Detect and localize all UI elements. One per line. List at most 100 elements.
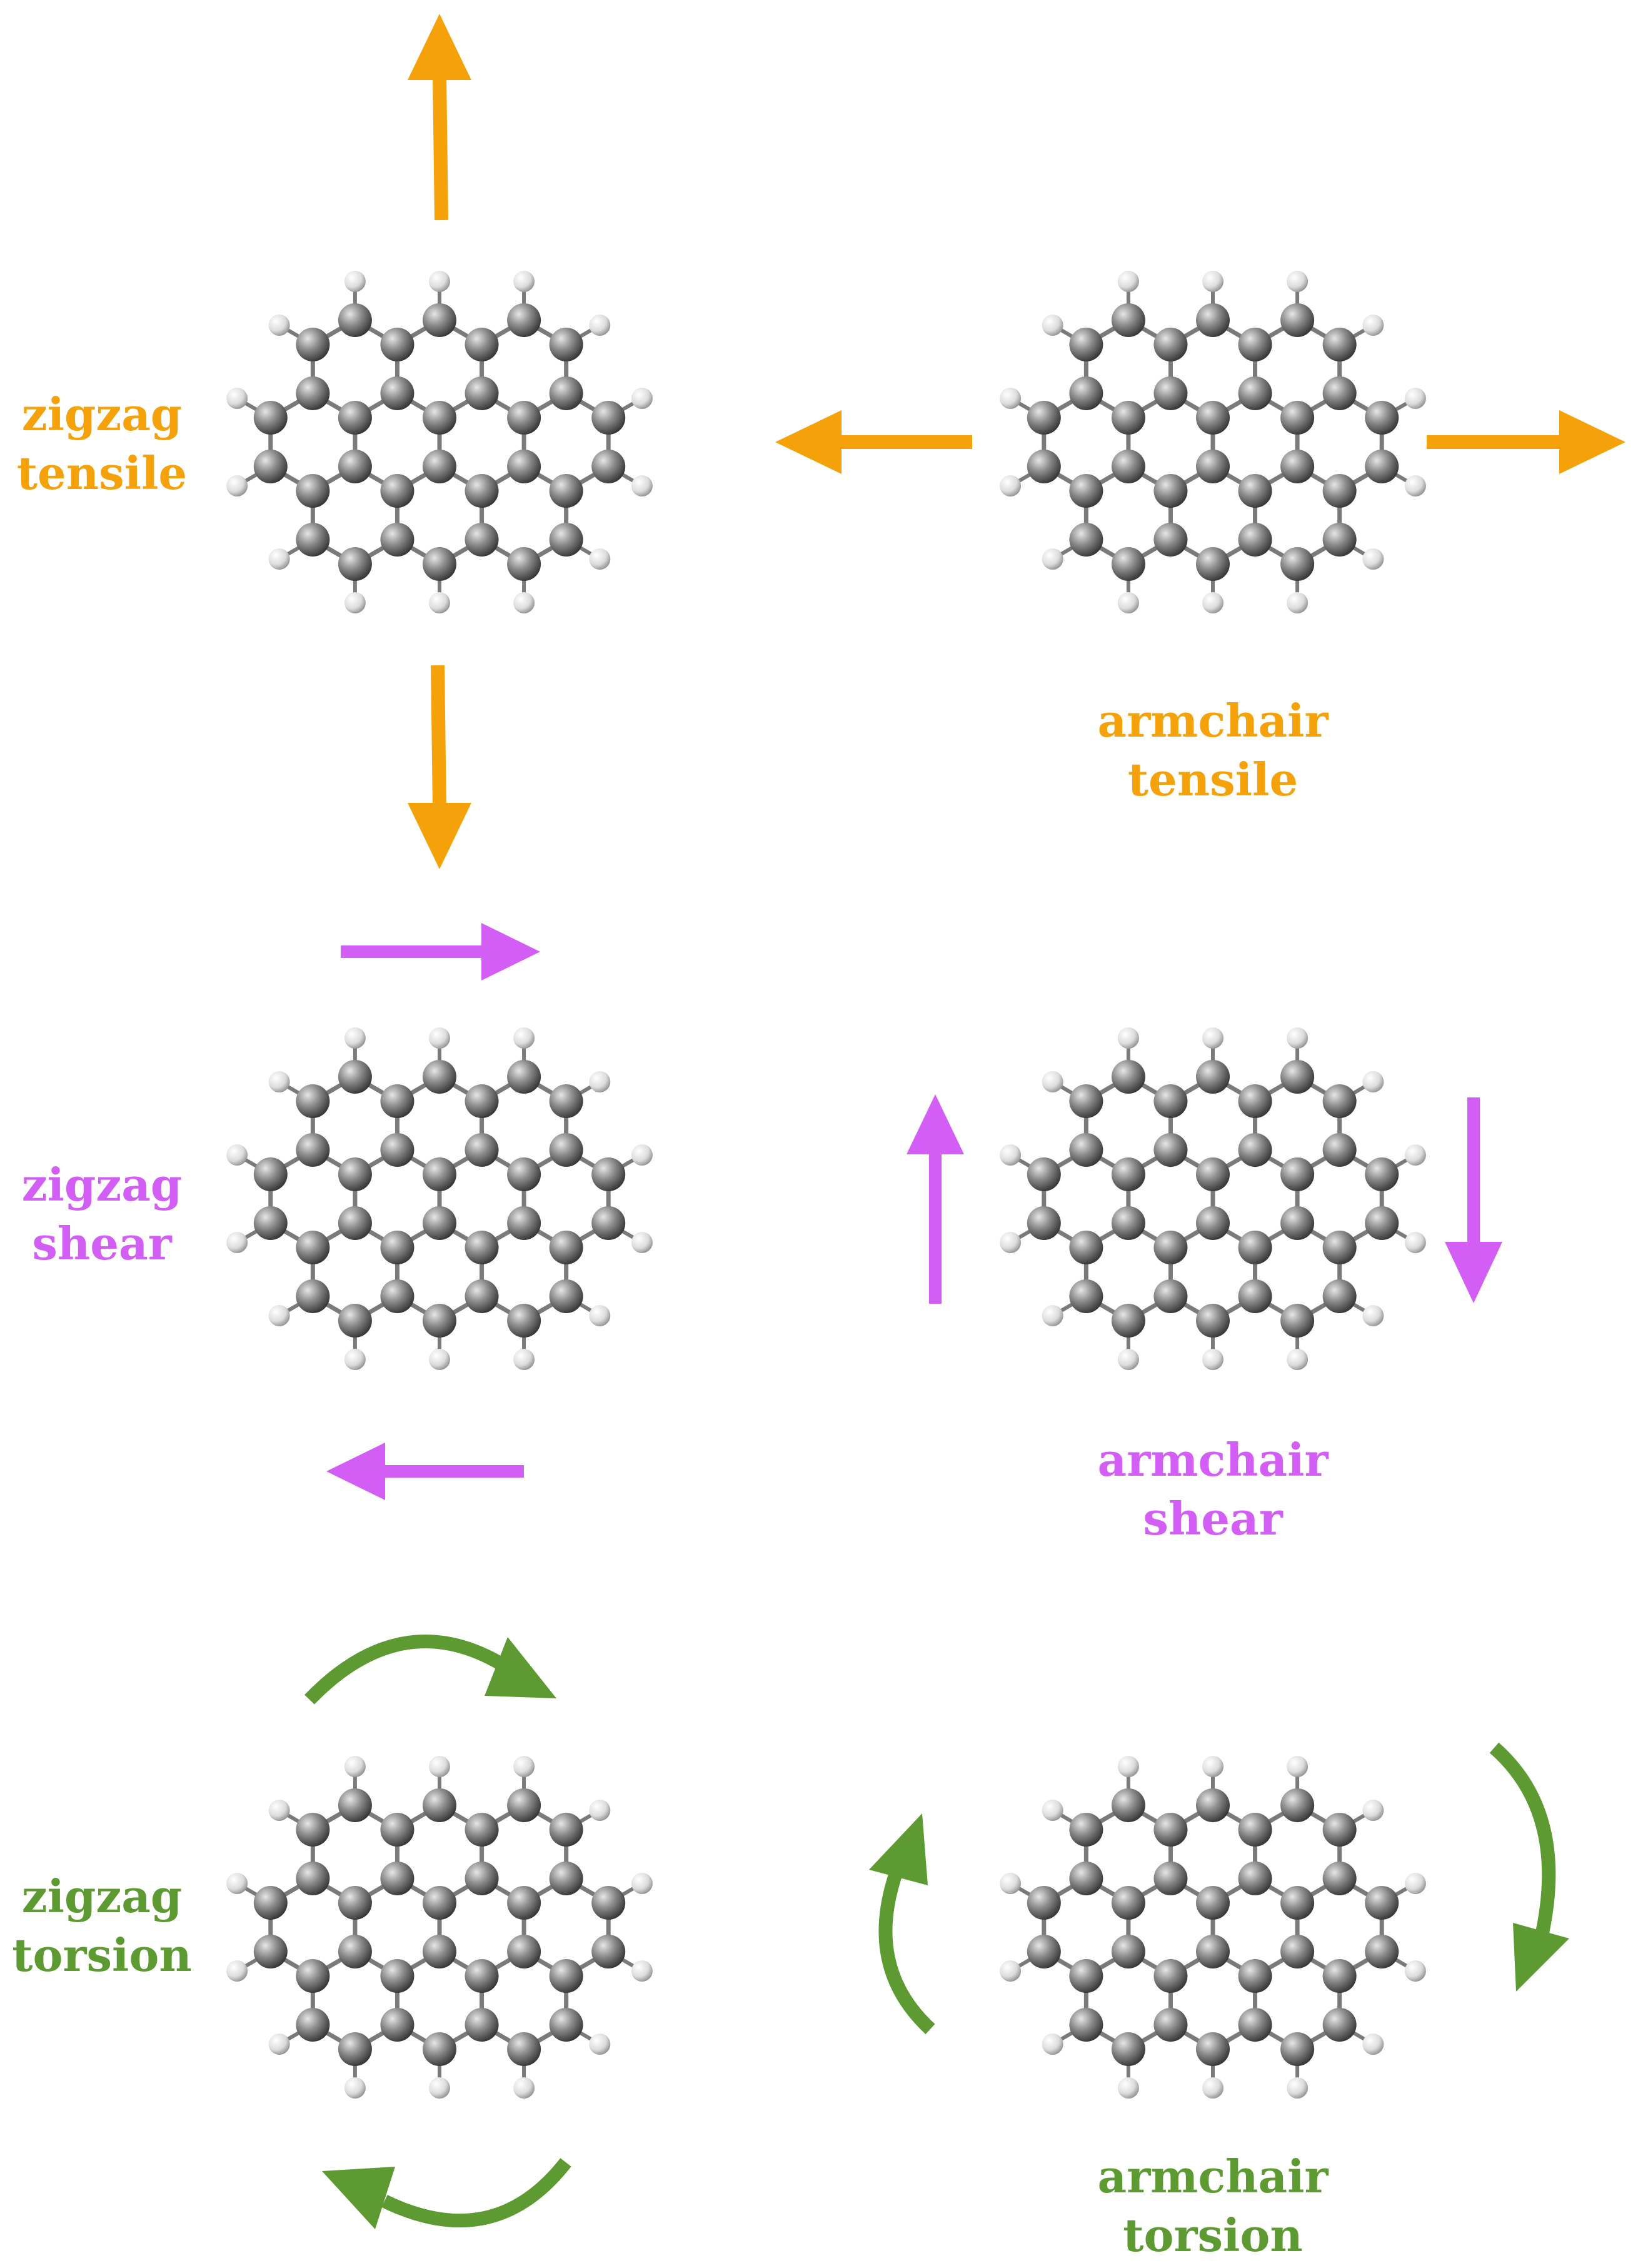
carbon-atom <box>380 1862 415 1895</box>
carbon-atom <box>1365 1206 1399 1240</box>
carbon-atom <box>591 450 626 483</box>
carbon-atom <box>338 450 372 483</box>
carbon-atom <box>1280 1157 1315 1191</box>
carbon-atom <box>1238 1813 1272 1847</box>
carbon-atom <box>1196 1206 1230 1240</box>
carbon-atom <box>1069 523 1103 557</box>
carbon-atom <box>1111 1206 1145 1240</box>
carbon-atom <box>1322 1959 1357 1993</box>
carbon-atom <box>1238 1133 1272 1167</box>
carbon-atom <box>296 376 330 410</box>
zigzag-tensile-hydrogens <box>226 271 653 613</box>
carbon-atom <box>549 1959 583 1993</box>
hydrogen-atom <box>268 1071 290 1092</box>
carbon-atom <box>1153 2008 1188 2042</box>
carbon-atom <box>1153 1084 1188 1118</box>
hydrogen-atom <box>344 1349 366 1370</box>
carbon-atom <box>465 328 499 361</box>
carbon-atom <box>296 1133 330 1167</box>
armchair-torsion-molecule <box>1000 1756 1426 2099</box>
label-zigzag-torsion-line1: zigzag <box>22 1870 182 1923</box>
carbon-atom <box>1069 1133 1103 1167</box>
hydrogen-atom <box>1000 1144 1022 1166</box>
carbon-atom <box>423 303 456 337</box>
carbon-atom <box>338 1060 372 1094</box>
carbon-atom <box>1069 474 1103 508</box>
carbon-atom <box>253 1886 288 1920</box>
carbon-atom <box>549 1133 583 1167</box>
carbon-atom <box>296 523 330 557</box>
carbon-atom <box>465 376 499 410</box>
hydrogen-atom <box>1000 1232 1022 1253</box>
carbon-atom <box>1111 2032 1145 2066</box>
zigzag-torsion-bottom-curved-arrow <box>322 2158 571 2229</box>
carbon-atom <box>1322 1084 1357 1118</box>
carbon-atom <box>296 1959 330 1993</box>
carbon-atom <box>338 1304 372 1338</box>
carbon-atom <box>1111 1157 1145 1191</box>
hydrogen-atom <box>226 1144 248 1166</box>
hydrogen-atom <box>344 1027 366 1049</box>
hydrogen-atom <box>631 1232 653 1253</box>
carbon-atom <box>380 474 415 508</box>
carbon-atom <box>507 401 541 435</box>
zigzag-tensile-molecule <box>226 271 653 613</box>
carbon-atom <box>507 1788 541 1822</box>
zigzag-shear-left-arrow <box>326 1443 524 1500</box>
carbon-atom <box>465 523 499 557</box>
carbon-atom <box>1365 1935 1399 1968</box>
zigzag-shear-carbons <box>253 1060 626 1338</box>
hydrogen-atom <box>589 2034 611 2055</box>
carbon-atom <box>380 1279 415 1313</box>
carbon-atom <box>1280 303 1315 337</box>
hydrogen-atom <box>1362 315 1384 336</box>
carbon-atom <box>296 1231 330 1264</box>
hydrogen-atom <box>429 592 450 613</box>
carbon-atom <box>423 2032 456 2066</box>
carbon-atom <box>1111 401 1145 435</box>
carbon-atom <box>1196 1304 1230 1338</box>
hydrogen-atom <box>513 1349 535 1370</box>
zigzag-torsion-carbons <box>253 1788 626 2066</box>
hydrogen-atom <box>589 548 611 570</box>
carbon-atom <box>1322 1862 1357 1895</box>
carbon-atom <box>1153 1279 1188 1313</box>
armchair-tensile-right-arrow <box>1427 410 1625 474</box>
carbon-atom <box>1365 1157 1399 1191</box>
carbon-atom <box>1111 450 1145 483</box>
hydrogen-atom <box>429 1027 450 1049</box>
hydrogen-atom <box>1404 388 1426 409</box>
carbon-atom <box>296 328 330 361</box>
carbon-atom <box>423 1157 456 1191</box>
carbon-atom <box>1238 1084 1272 1118</box>
carbon-atom <box>1238 1959 1272 1993</box>
carbon-atom <box>465 2008 499 2042</box>
carbon-atom <box>1111 303 1145 337</box>
carbon-atom <box>380 1813 415 1847</box>
hydrogen-atom <box>429 1756 450 1777</box>
hydrogen-atom <box>513 592 535 613</box>
zigzag-torsion-top-curved-arrow <box>304 1635 556 1705</box>
carbon-atom <box>465 474 499 508</box>
carbon-atom <box>549 1813 583 1847</box>
hydrogen-atom <box>631 1144 653 1166</box>
carbon-atom <box>465 1084 499 1118</box>
carbon-atom <box>1365 450 1399 483</box>
carbon-atom <box>1196 1788 1230 1822</box>
zigzag-tensile-up-arrow <box>408 14 471 221</box>
carbon-atom <box>1238 1279 1272 1313</box>
carbon-atom <box>507 450 541 483</box>
armchair-torsion-right-curved-arrow <box>1489 1742 1569 1992</box>
zigzag-torsion-molecule <box>226 1756 653 2099</box>
zigzag-shear-right-arrow <box>341 923 540 980</box>
zigzag-tensile-carbons <box>253 303 626 581</box>
hydrogen-atom <box>1404 1144 1426 1166</box>
label-armchair-shear-line2: shear <box>1143 1492 1283 1545</box>
label-zigzag-shear-line2: shear <box>32 1217 172 1270</box>
hydrogen-atom <box>226 1873 248 1894</box>
hydrogen-atom <box>226 1232 248 1253</box>
carbon-atom <box>1111 1304 1145 1338</box>
tensile-arrows <box>408 14 1625 869</box>
hydrogen-atom <box>1042 1071 1063 1092</box>
hydrogen-atom <box>1362 1305 1384 1326</box>
